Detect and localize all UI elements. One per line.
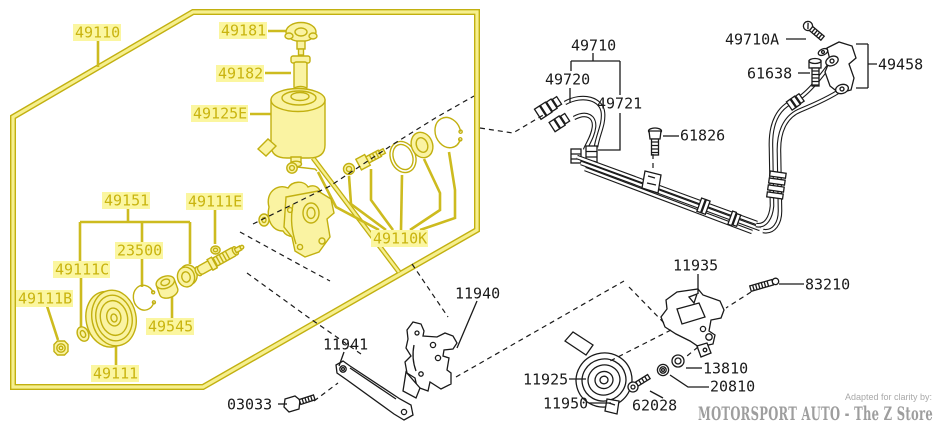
bolt-61638-icon [808,57,822,87]
bracket-tensioner-art [283,277,780,421]
seal-kit-parts [342,116,463,176]
part-label-11941: 11941 [323,336,368,354]
svg-text:23500: 23500 [117,242,162,260]
branding-store-name: MOTORSPORT AUTO - The Z Store [698,403,933,425]
svg-text:49111C: 49111C [55,261,109,279]
stud-83210-icon [748,277,780,293]
part-label-61826: 61826 [680,127,725,145]
part-label-23500: 23500 [115,242,163,260]
pump-body-part [258,181,335,258]
part-label-49125E: 49125E [191,105,248,123]
svg-text:49545: 49545 [148,318,193,336]
part-label-49458: 49458 [878,56,923,74]
svg-text:49125E: 49125E [193,105,247,123]
part-label-11950: 11950 [543,395,588,413]
part-label-61638: 61638 [747,65,792,83]
part-label-49151: 49151 [102,192,150,210]
spacer-part [155,275,179,299]
part-label-03033: 03033 [227,396,272,414]
part-label-49720: 49720 [545,71,590,89]
bolt-49710A-icon [802,20,826,42]
shaft-ring-part [210,245,221,255]
pulley-part [85,289,137,348]
svg-text:49111B: 49111B [18,290,72,308]
part-label-49110K: 49110K [371,230,428,248]
part-label-49182: 49182 [216,65,264,83]
svg-text:49111: 49111 [93,365,138,383]
part-label-49110: 49110 [73,24,121,42]
dashed-alignment-lines [239,95,752,402]
part-label-13810: 13810 [703,360,748,378]
hose-connector-icon [548,112,571,133]
part-label-49710: 49710 [571,37,616,55]
reservoir-tank-part [256,87,326,168]
part-label-49181: 49181 [219,22,267,40]
label-leader-lines [278,38,877,405]
hose-bracket-art [802,20,857,95]
part-label-83210: 83210 [805,276,850,294]
part-label-49111: 49111 [91,365,139,383]
part-label-11925: 11925 [523,371,568,389]
part-label-49721: 49721 [597,95,642,113]
snap-ring-part [132,284,157,311]
branding: Adapted for clarity by: MOTORSPORT AUTO … [698,392,933,425]
part-label-20810: 20810 [710,378,755,396]
part-label-49710A: 49710A [725,31,779,49]
part-label-11940: 11940 [455,285,500,303]
svg-text:49181: 49181 [221,22,266,40]
part-label-49545: 49545 [146,318,194,336]
part-label-11935: 11935 [673,257,718,275]
svg-text:49110: 49110 [75,24,120,42]
hose-connector-icon [533,95,563,121]
pump-shaft-part [194,244,245,277]
part-label-49111C: 49111C [53,261,110,279]
washer-tab-part [286,162,318,174]
svg-text:49151: 49151 [104,192,149,210]
hose-assembly-art [533,20,857,235]
highlight-region-border [10,9,480,390]
hose-sleeve-icon [765,170,787,200]
filler-tube-part [290,55,311,93]
bolt-61826-icon [647,127,663,156]
highlighted-labels: 49110 49181 49182 49125E 49151 23500 491… [16,22,428,383]
standard-labels: 49710 49720 49721 61826 49710A 61638 494… [227,31,923,415]
svg-text:49110K: 49110K [373,230,427,248]
part-label-49111B: 49111B [16,290,73,308]
reservoir-cap-part [284,21,318,56]
part-label-49111E: 49111E [186,193,243,211]
highlight-leader-lines [45,29,457,365]
highlighted-parts-art [53,21,463,356]
branding-credit-line: Adapted for clarity by: [845,392,932,402]
pulley-nut-part [53,340,69,356]
part-label-62028: 62028 [632,397,677,415]
svg-text:49111E: 49111E [188,193,242,211]
svg-text:49182: 49182 [218,65,263,83]
